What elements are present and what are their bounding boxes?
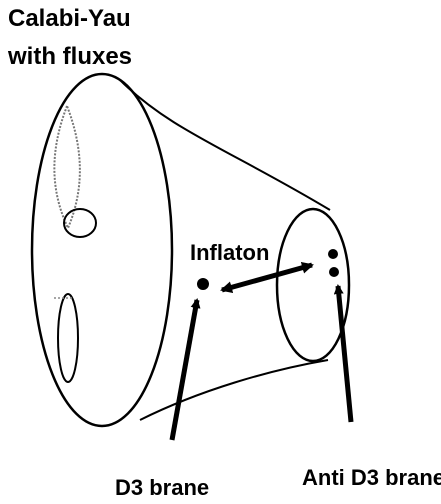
anti-d3-brane-dot-lower <box>329 267 339 277</box>
anti-d3-brane-pointer <box>338 286 351 422</box>
inflaton-label: Inflaton <box>190 240 269 265</box>
anti-d3-brane-dot-upper <box>328 249 338 259</box>
title-line-1: Calabi-Yau <box>8 5 131 32</box>
calabi-yau-bulk <box>32 74 172 426</box>
d3-brane-dot <box>197 278 209 290</box>
throat-upper-edge <box>120 80 330 210</box>
anti-d3-brane-label: Anti D3 brane <box>302 465 441 490</box>
throat-tip <box>277 209 349 361</box>
inflaton-arrow <box>222 265 312 290</box>
flux-hole-upper <box>64 209 96 237</box>
title-line-2: with fluxes <box>7 43 132 70</box>
d3-brane-pointer <box>172 300 197 440</box>
throat-lower-edge <box>140 360 328 420</box>
flux-hole-lower <box>58 294 78 382</box>
d3-brane-label: D3 brane <box>115 475 209 500</box>
